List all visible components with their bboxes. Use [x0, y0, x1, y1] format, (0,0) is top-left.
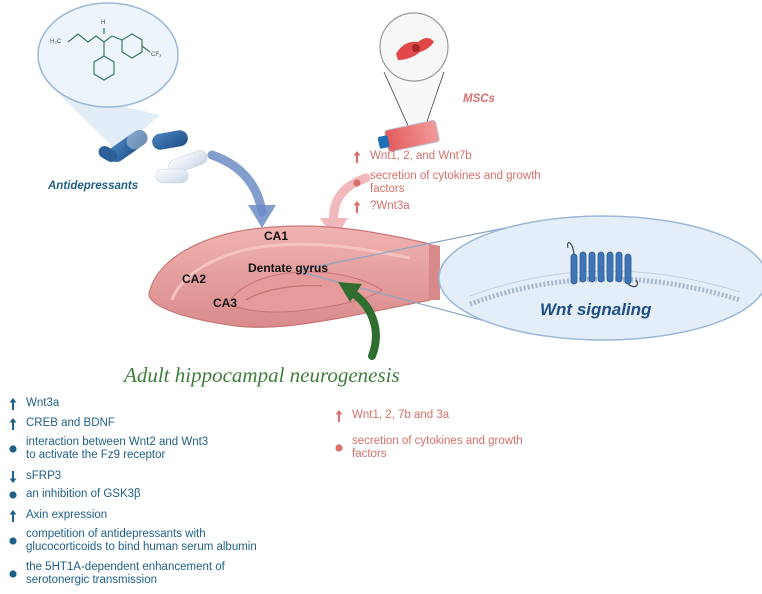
- molecule-h-label: H: [101, 20, 106, 26]
- bullet-dot-icon: [350, 178, 364, 188]
- antidepressant-effect-line: to activate the Fz9 receptor: [26, 449, 166, 461]
- bullet-dot-icon: [6, 444, 20, 454]
- antidepressant-effect-line: CREB and BDNF: [26, 417, 115, 429]
- antidepressant-effect-item: an inhibition of GSK3β: [6, 488, 141, 501]
- callout-line-bottom: [299, 271, 505, 327]
- callout-line-top: [299, 227, 506, 271]
- frizzled-receptor-icon: [567, 242, 639, 288]
- msc-neurogenesis-item: Wnt1, 2, 7b and 3a: [332, 409, 449, 423]
- antidepressant-effect-item: Axin expression: [6, 509, 107, 523]
- antidepressant-effect-line: sFRP3: [26, 470, 62, 482]
- arrow-up-icon: [6, 397, 20, 411]
- msc-neurogenesis-line: factors: [352, 448, 387, 460]
- ca3-label: CA3: [213, 296, 238, 310]
- antidepressant-effect-line: interaction between Wnt2 and Wnt3: [26, 436, 209, 448]
- msc-effect-text: ?Wnt3a: [370, 200, 410, 213]
- antidepressant-effect-text: Wnt3a: [26, 397, 59, 410]
- antidepressant-effect-item: CREB and BDNF: [6, 417, 115, 431]
- msc-bubble: [379, 12, 449, 132]
- bullet-dot-icon: [6, 536, 20, 546]
- antidepressant-arrow: [207, 150, 267, 217]
- msc-effect-line: secretion of cytokines and growth: [370, 170, 541, 182]
- arrow-up-icon: [6, 509, 20, 523]
- molecule-cf3-label: CF₃: [151, 52, 162, 58]
- antidepressant-effect-text: Axin expression: [26, 509, 107, 522]
- antidepressant-effect-line: the 5HT1A-dependent enhancement of: [26, 561, 225, 573]
- antidepressant-effect-text: sFRP3: [26, 470, 61, 483]
- antidepressant-effect-line: Wnt3a: [26, 397, 60, 409]
- molecule-bubble: [37, 2, 179, 152]
- arrow-up-icon: [350, 150, 364, 164]
- bullet-dot-icon: [6, 569, 20, 579]
- antidepressant-pills-icon: [98, 129, 208, 184]
- msc-neurogenesis-text: Wnt1, 2, 7b and 3a: [352, 409, 449, 422]
- msc-neurogenesis-line: secretion of cytokines and growth: [352, 435, 523, 447]
- arrow-up-icon: [350, 200, 364, 214]
- antidepressant-effect-item: sFRP3: [6, 470, 61, 484]
- msc-effect-line: factors: [370, 183, 405, 195]
- msc-neurogenesis-line: Wnt1, 2, 7b and 3a: [352, 409, 450, 421]
- fluoxetine-structure-icon: [67, 28, 151, 81]
- wnt-signaling-label: Wnt signaling: [540, 300, 652, 319]
- dentate-gyrus-label: Dentate gyrus: [248, 261, 329, 275]
- antidepressant-effect-item: Wnt3a: [6, 397, 59, 411]
- msc-effect-text: Wnt1, 2, and Wnt7b: [370, 150, 472, 163]
- arrow-up-icon: [6, 417, 20, 431]
- ca1-label: CA1: [264, 229, 289, 243]
- msc-effect-line: ?Wnt3a: [370, 200, 410, 212]
- bubble-outline: [37, 2, 179, 108]
- antidepressant-effect-text: an inhibition of GSK3β: [26, 488, 141, 501]
- msc-effect-item: ?Wnt3a: [350, 200, 410, 214]
- neurogenesis-arrowhead: [338, 282, 362, 302]
- antidepressant-effect-line: serotonergic transmission: [26, 574, 158, 586]
- ca2-label: CA2: [182, 272, 207, 286]
- mscs-label: MSCs: [463, 93, 495, 105]
- msc-effect-line: Wnt1, 2, and Wnt7b: [370, 150, 472, 162]
- antidepressant-effect-line: glucocorticoids to bind human serum albu…: [26, 541, 257, 553]
- antidepressants-label: Antidepressants: [48, 180, 139, 192]
- antidepressant-effect-line: an inhibition of GSK3β: [26, 488, 141, 500]
- antidepressant-arrowhead: [248, 205, 276, 228]
- arrow-down-icon: [6, 470, 20, 484]
- msc-effect-item: Wnt1, 2, and Wnt7b: [350, 150, 472, 164]
- arrow-up-icon: [332, 409, 346, 423]
- figure-title: Adult hippocampal neurogenesis: [124, 363, 400, 387]
- molecule-methyl-label: H₃C: [50, 39, 62, 45]
- antidepressant-effect-line: Axin expression: [26, 509, 108, 521]
- antidepressant-effect-text: CREB and BDNF: [26, 417, 115, 430]
- culture-flask-icon: [377, 119, 440, 153]
- bullet-dot-icon: [332, 443, 346, 453]
- antidepressant-effect-line: competition of antidepressants with: [26, 528, 206, 540]
- bullet-dot-icon: [6, 490, 20, 500]
